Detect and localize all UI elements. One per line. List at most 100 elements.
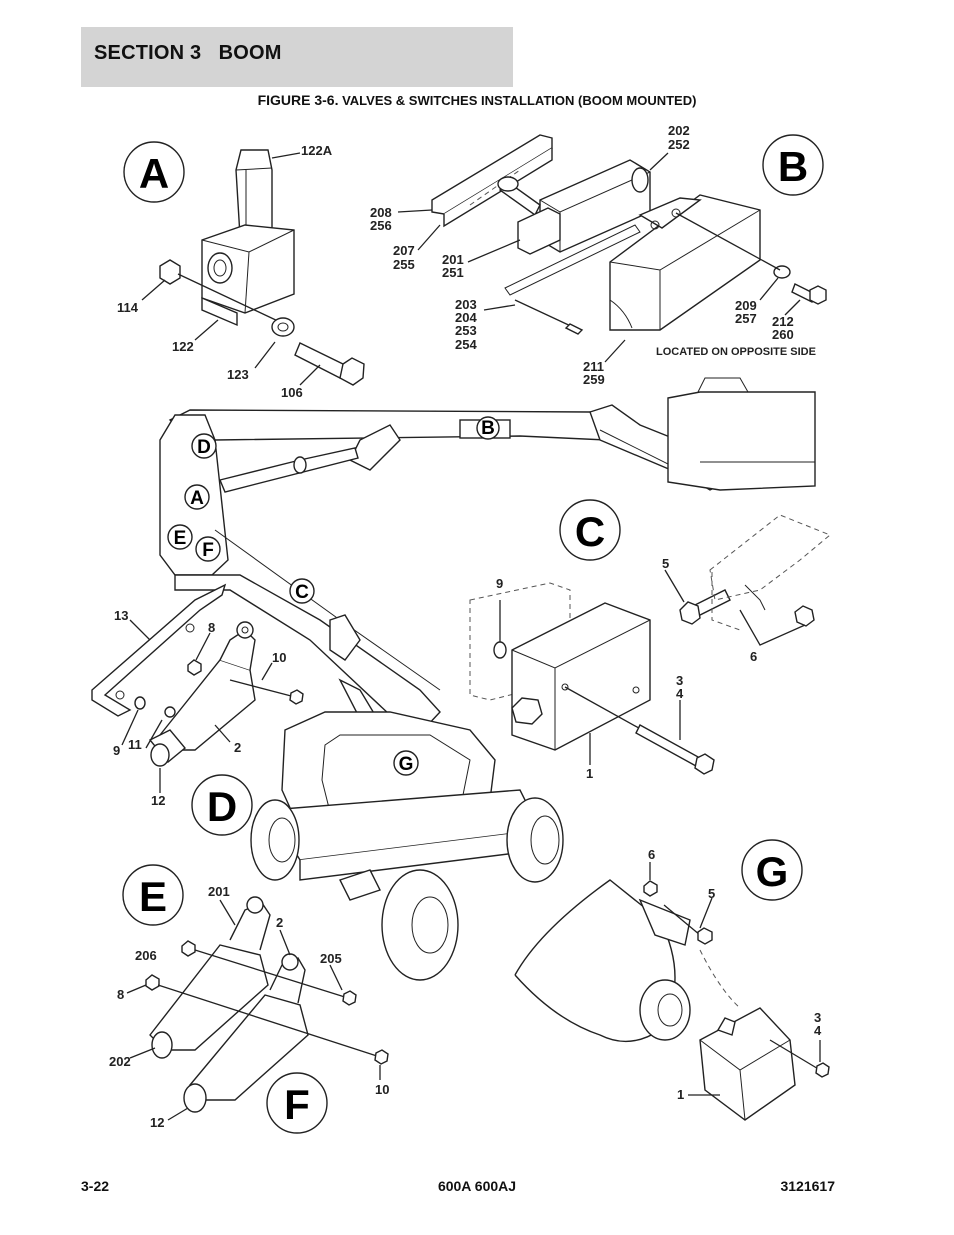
label-209: 209 xyxy=(735,298,757,313)
valve-block xyxy=(511,602,651,751)
wheel-right-rear xyxy=(506,797,564,883)
detail-a: A xyxy=(123,141,365,386)
label-c-9: 9 xyxy=(496,576,503,591)
label-e-12: 12 xyxy=(150,1115,164,1130)
label-114: 114 xyxy=(117,300,139,315)
label-d-13: 13 xyxy=(114,608,128,623)
label-208: 208 xyxy=(370,205,392,220)
label-g-4: 4 xyxy=(814,1023,822,1038)
detail-f: F xyxy=(266,1072,328,1134)
label-d-2: 2 xyxy=(234,740,241,755)
detail-c-circle xyxy=(559,499,621,561)
label-e-206: 206 xyxy=(135,948,157,963)
detail-b-letter: B xyxy=(778,143,808,190)
bolt-106 xyxy=(294,342,346,379)
section-header-title: SECTION 3 BOOM xyxy=(94,42,282,64)
label-212: 212 xyxy=(772,314,794,329)
label-123: 123 xyxy=(227,367,249,382)
machine-callout-f: F xyxy=(202,540,214,561)
label-260: 260 xyxy=(772,327,794,342)
label-e-202: 202 xyxy=(109,1054,131,1069)
label-122a: 122A xyxy=(301,143,333,158)
detail-f-letter: F xyxy=(284,1081,310,1128)
label-204: 204 xyxy=(455,310,477,325)
located-opposite-note: LOCATED ON OPPOSITE SIDE xyxy=(656,346,816,358)
nut-114 xyxy=(159,259,181,285)
detail-d-letter: D xyxy=(207,783,237,830)
section-header-box: SECTION 3 BOOM xyxy=(81,27,513,87)
valve-cartridge xyxy=(235,149,273,237)
label-c-3: 3 xyxy=(676,673,683,688)
label-c-4: 4 xyxy=(676,686,684,701)
detail-g-letter: G xyxy=(756,848,789,895)
detail-g-circle xyxy=(741,839,803,901)
label-255: 255 xyxy=(393,257,415,272)
label-207: 207 xyxy=(393,243,415,258)
label-g-3: 3 xyxy=(814,1010,821,1025)
label-c-6: 6 xyxy=(750,649,757,664)
label-257: 257 xyxy=(735,311,757,326)
machine-callout-e: E xyxy=(174,528,187,549)
label-106: 106 xyxy=(281,385,303,400)
label-203: 203 xyxy=(455,297,477,312)
footer-model: 600A 600AJ xyxy=(437,1178,517,1194)
label-c-1: 1 xyxy=(586,766,593,781)
figure-title-prefix: FIGURE 3-6. xyxy=(257,92,339,108)
label-252: 252 xyxy=(668,137,690,152)
valve-g xyxy=(699,1007,796,1121)
bracket-13 xyxy=(91,583,227,717)
machine-callout-d: D xyxy=(197,437,211,458)
detail-c: C xyxy=(469,499,831,775)
detail-e-letter: E xyxy=(139,873,167,920)
label-256: 256 xyxy=(370,218,392,233)
label-251: 251 xyxy=(442,265,464,280)
label-202: 202 xyxy=(668,123,690,138)
detail-d-circle xyxy=(191,774,253,836)
detail-b-circle xyxy=(762,134,824,196)
detail-a-circle xyxy=(123,141,185,203)
detail-f-circle xyxy=(266,1072,328,1134)
label-259: 259 xyxy=(583,372,605,387)
wheel-left-rear xyxy=(250,799,300,881)
footer-page-number: 3-22 xyxy=(81,1178,110,1194)
detail-c-letter: C xyxy=(575,508,605,555)
detail-g: G xyxy=(514,839,830,1121)
label-g-5: 5 xyxy=(708,886,715,901)
switch-cover xyxy=(609,194,761,331)
label-d-8: 8 xyxy=(208,620,215,635)
label-d-10: 10 xyxy=(272,650,286,665)
label-e-10: 10 xyxy=(375,1082,389,1097)
label-c-5: 5 xyxy=(662,556,669,571)
machine-callout-a: A xyxy=(190,488,204,509)
footer-doc-number: 3121617 xyxy=(780,1178,835,1194)
machine-callout-c: C xyxy=(295,582,309,603)
label-e-201: 201 xyxy=(208,884,230,899)
detail-e: E xyxy=(122,864,389,1121)
label-d-12: 12 xyxy=(151,793,165,808)
label-122: 122 xyxy=(172,339,194,354)
wheel-front xyxy=(381,869,459,981)
label-d-11: 11 xyxy=(128,737,142,752)
label-e-8: 8 xyxy=(117,987,124,1002)
figure-title: FIGURE 3-6. VALVES & SWITCHES INSTALLATI… xyxy=(0,92,954,108)
machine-drawing xyxy=(159,377,816,981)
label-e-205: 205 xyxy=(320,951,342,966)
machine-callout-g: G xyxy=(399,754,414,775)
detail-d: D xyxy=(91,583,304,836)
label-d-9: 9 xyxy=(113,743,120,758)
label-g-6: 6 xyxy=(648,847,655,862)
label-254: 254 xyxy=(455,337,477,352)
label-253: 253 xyxy=(455,323,477,338)
detail-b: B xyxy=(397,134,827,363)
label-e-2: 2 xyxy=(276,915,283,930)
label-211: 211 xyxy=(583,359,604,374)
label-g-1: 1 xyxy=(677,1087,684,1102)
figure-title-text: VALVES & SWITCHES INSTALLATION (BOOM MOU… xyxy=(338,93,697,108)
platform xyxy=(667,391,816,491)
machine-callout-b: B xyxy=(481,418,495,439)
detail-a-letter: A xyxy=(139,150,169,197)
washer-123 xyxy=(271,317,295,337)
detail-e-circle xyxy=(122,864,184,926)
label-201: 201 xyxy=(442,252,464,267)
